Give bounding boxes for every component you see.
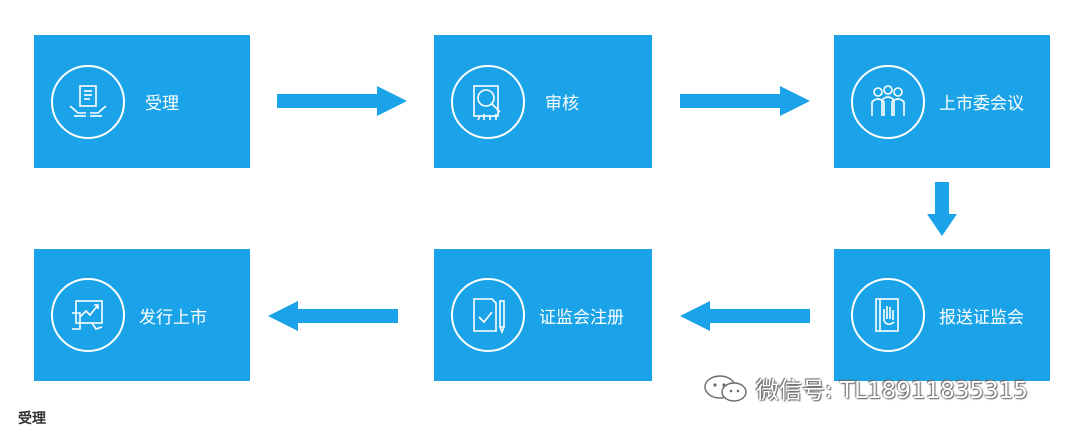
group-meeting-icon — [851, 64, 925, 139]
left-arrow-icon — [268, 301, 398, 331]
step-label: 审核 — [545, 94, 579, 114]
step-label: 报送证监会 — [939, 307, 1024, 328]
caption: 受理 — [18, 411, 46, 427]
magnifier-document-icon — [451, 64, 525, 139]
wechat-watermark: 微信号: TL18911835315 — [700, 371, 1028, 405]
step-submit-csrc: 报送证监会 — [834, 249, 1050, 381]
hands-document-icon — [51, 64, 125, 139]
growth-chart-hand-icon — [51, 278, 125, 352]
book-raised-hand-icon — [851, 278, 925, 352]
step-issue-listing: 发行上市 — [34, 249, 250, 381]
down-arrow-icon — [927, 182, 957, 236]
step-label: 证监会注册 — [539, 307, 624, 328]
watermark-text: 微信号: TL18911835315 — [756, 378, 1028, 404]
step-accept: 受理 — [34, 35, 250, 168]
step-label: 发行上市 — [139, 307, 207, 328]
step-csrc-registration: 证监会注册 — [434, 249, 652, 381]
wechat-icon — [704, 375, 747, 402]
right-arrow-icon — [680, 86, 810, 116]
step-listing-committee: 上市委会议 — [834, 35, 1050, 168]
step-label: 上市委会议 — [939, 94, 1024, 114]
left-arrow-icon — [680, 301, 810, 331]
document-check-pen-icon — [451, 278, 525, 352]
step-review: 审核 — [434, 35, 652, 168]
right-arrow-icon — [277, 86, 407, 116]
step-label: 受理 — [145, 94, 179, 114]
